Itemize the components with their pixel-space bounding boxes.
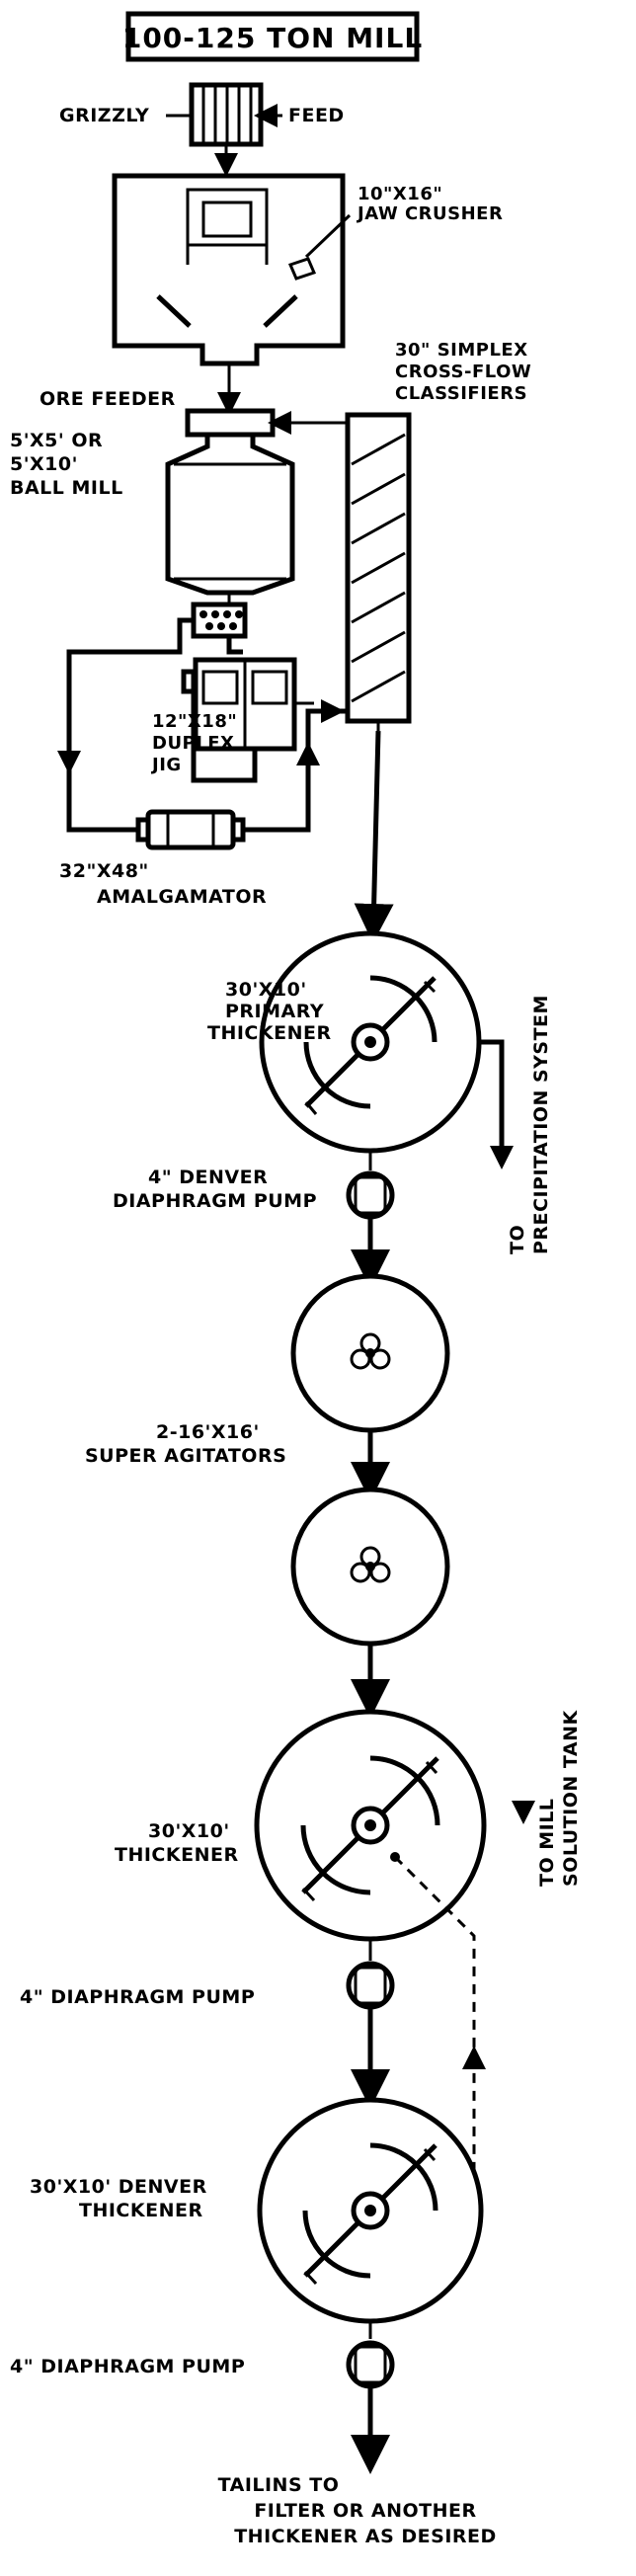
denver-thickener-size-label: 30'X10' DENVER bbox=[30, 2176, 207, 2198]
primary-thickener-label: THICKENER bbox=[207, 1022, 332, 1044]
jig-type-label: DUPLEX bbox=[152, 733, 234, 754]
jaw-crusher-leader bbox=[304, 213, 352, 259]
diaphragm-pump-2-label: 4" DIAPHRAGM PUMP bbox=[10, 2356, 245, 2377]
mill-solution-to-label: TO MILL bbox=[536, 1799, 558, 1887]
mill-solution-label: SOLUTION TANK bbox=[560, 1710, 582, 1887]
precipitation-to-label: TO bbox=[507, 1225, 528, 1254]
dashed-return-line bbox=[393, 1855, 476, 2263]
classifier-size-label: 30" SIMPLEX bbox=[395, 340, 528, 361]
diaphragm-pump-1 bbox=[346, 1961, 395, 2010]
mill-solution-label-group: TO MILL SOLUTION TANK bbox=[536, 1710, 582, 1887]
denver-pump-size-label: 4" DENVER bbox=[148, 1167, 268, 1188]
agitators-size-label: 2-16'X16' bbox=[156, 1421, 260, 1443]
thickener bbox=[254, 1709, 487, 1942]
denver-thickener-label: THICKENER bbox=[79, 2200, 203, 2221]
precipitation-label: PRECIPITATION SYSTEM bbox=[530, 995, 552, 1254]
diaphragm-pump-1-label: 4" DIAPHRAGM PUMP bbox=[20, 1986, 255, 2008]
tailings-label-line-3: THICKENER AS DESIRED bbox=[234, 2526, 497, 2547]
denver-pump-label: DIAPHRAGM PUMP bbox=[113, 1190, 317, 1212]
trommel-screen bbox=[191, 602, 248, 639]
primary-thickener-type-label: PRIMARY bbox=[225, 1001, 324, 1022]
thickener-size-label: 30'X10' bbox=[148, 1820, 230, 1842]
grizzly bbox=[189, 82, 264, 147]
super-agitator-1 bbox=[290, 1273, 450, 1433]
thickener-label: THICKENER bbox=[115, 1844, 239, 1866]
ball-mill bbox=[165, 432, 295, 596]
jig-size-label: 12"X18" bbox=[152, 711, 237, 732]
classifier-label: CLASSIFIERS bbox=[395, 383, 527, 404]
diaphragm-pump-2 bbox=[346, 2340, 395, 2389]
super-agitator-2 bbox=[290, 1487, 450, 1647]
denver-thickener bbox=[257, 2097, 484, 2324]
ball-mill-label: BALL MILL bbox=[10, 477, 123, 499]
ore-feeder-label: ORE FEEDER bbox=[40, 388, 176, 410]
title-box: 100-125 TON MILL bbox=[122, 11, 423, 62]
grizzly-label: GRIZZLY bbox=[59, 105, 149, 126]
classifier bbox=[345, 412, 412, 724]
tailings-label-line-2: FILTER OR ANOTHER bbox=[254, 2500, 476, 2522]
jaw-crusher bbox=[112, 173, 346, 366]
agitators-label: SUPER AGITATORS bbox=[85, 1445, 286, 1467]
classifier-to-thickener-arrow bbox=[354, 730, 394, 943]
jaw-crusher-label: JAW CRUSHER bbox=[356, 203, 503, 224]
duplex-jig bbox=[193, 657, 314, 752]
ball-mill-size-label: 5'X5' OR bbox=[10, 430, 103, 451]
jaw-crusher-size-label: 10"X16" bbox=[358, 184, 442, 204]
jig-label: JIG bbox=[150, 755, 182, 775]
feed-label: FEED bbox=[288, 105, 345, 126]
amalgamator-label: AMALGAMATOR bbox=[97, 886, 267, 908]
precipitation-label-group: TO PRECIPITATION SYSTEM bbox=[507, 995, 552, 1254]
denver-diaphragm-pump bbox=[346, 1170, 395, 1220]
tailings-label-line-1: TAILINS TO bbox=[218, 2474, 340, 2496]
amalgamator-size-label: 32"X48" bbox=[59, 860, 149, 882]
amalgamator bbox=[135, 809, 246, 850]
page-title: 100-125 TON MILL bbox=[122, 22, 423, 54]
classifier-type-label: CROSS-FLOW bbox=[395, 362, 531, 382]
ball-mill-alt-size-label: 5'X10' bbox=[10, 453, 78, 475]
ore-feeder bbox=[185, 408, 276, 438]
primary-thickener-size-label: 30'X10' bbox=[225, 979, 307, 1001]
